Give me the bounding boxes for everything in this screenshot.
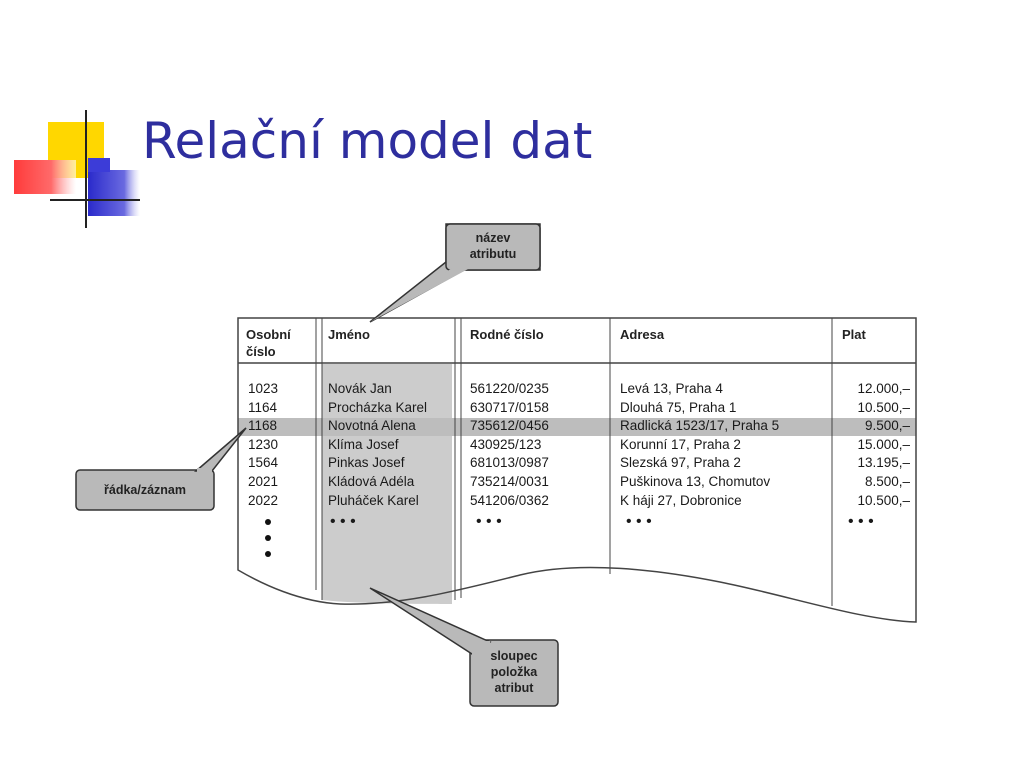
callout-line: položka xyxy=(490,665,538,679)
ellipsis-adresa: • • • xyxy=(626,513,652,530)
column-adresa: Levá 13, Praha 4 Dlouhá 75, Praha 1 Radlic… xyxy=(620,380,779,510)
callout-attribute-name-text: název atributu xyxy=(446,230,540,262)
table-cell: 1564 xyxy=(248,455,279,471)
callout-line: název xyxy=(475,231,511,245)
column-osobni-cislo: 1023 1164 1168 1230 1564 2021 2022 xyxy=(248,380,278,510)
table-cell: 2022 xyxy=(248,492,279,508)
table-cell: 541206/0362 xyxy=(470,492,549,508)
table-cell: Dlouhá 75, Praha 1 xyxy=(620,399,737,415)
table-cell: 1230 xyxy=(248,436,279,452)
table-cell: Novotná Alena xyxy=(328,418,416,434)
table-frame xyxy=(237,317,917,623)
table-cell: Levá 13, Praha 4 xyxy=(620,381,723,396)
table-cell: Slezská 97, Praha 2 xyxy=(620,455,741,471)
table-cell: 2021 xyxy=(248,473,279,489)
ellipsis-plat: • • • xyxy=(848,513,874,530)
header-plat: Plat xyxy=(842,327,866,342)
table-cell: 15.000,– xyxy=(857,436,910,452)
table-cell: Pluháček Karel xyxy=(328,492,419,508)
column-plat: 12.000,– 10.500,– 9.500,– 15.000,– 13.195,– 8… xyxy=(836,380,910,510)
table-cell: 735214/0031 xyxy=(470,473,549,489)
table-cell: Novák Jan xyxy=(328,381,392,396)
callout-column-item xyxy=(369,587,559,707)
callout-attribute-name xyxy=(369,223,541,323)
table-cell: Procházka Karel xyxy=(328,399,428,415)
column-rodne-cislo: 561220/0235 630717/0158 735612/0456 430925/… xyxy=(470,380,549,510)
ellipsis-rodne-cislo: • • • xyxy=(476,513,502,530)
table-cell: 561220/0235 xyxy=(470,381,549,396)
table-cell: 9.500,– xyxy=(864,418,910,434)
table-cell: 630717/0158 xyxy=(470,399,549,415)
row-highlight xyxy=(238,418,916,436)
table-cell: 8.500,– xyxy=(864,473,910,489)
ellipsis-jmeno: • • • xyxy=(330,513,356,530)
vertical-ellipsis xyxy=(265,519,271,557)
table-cell: 430925/123 xyxy=(470,436,542,452)
table-cell: 681013/0987 xyxy=(470,455,549,471)
table-cell: Puškinova 13, Chomutov xyxy=(620,473,771,489)
header-rodne-cislo: Rodné číslo xyxy=(470,327,544,342)
table-cell: Radlická 1523/17, Praha 5 xyxy=(620,418,780,434)
callout-column-item-text: sloupec položka atribut xyxy=(470,648,558,696)
table-cell: 13.195,– xyxy=(857,455,910,471)
table-cell: 735612/0456 xyxy=(470,418,549,434)
header-osobni-cislo: Osobní číslo xyxy=(246,326,291,360)
callout-row-record xyxy=(75,427,247,511)
callout-row-record-text: řádka/záznam xyxy=(104,483,186,497)
table-cell: Pinkas Josef xyxy=(328,455,405,471)
callout-line: atributu xyxy=(469,247,517,261)
table-cell: 1168 xyxy=(248,418,278,434)
header-jmeno: Jméno xyxy=(328,327,370,342)
header-line: Osobní xyxy=(246,327,291,342)
table-cell: Korunní 17, Praha 2 xyxy=(620,436,741,452)
table-cell: Kládová Adéla xyxy=(328,473,415,489)
table-cell: K háji 27, Dobronice xyxy=(620,492,742,508)
header-line: číslo xyxy=(246,344,276,359)
table-cell: 12.000,– xyxy=(857,381,910,396)
header-adresa: Adresa xyxy=(620,327,665,342)
table-cell: 10.500,– xyxy=(857,492,910,508)
slide-title: Relační model dat xyxy=(142,112,593,170)
callout-line: atribut xyxy=(494,681,534,695)
callout-line: sloupec xyxy=(490,649,538,663)
logo-decoration xyxy=(14,110,140,228)
table-cell: 1164 xyxy=(248,399,278,415)
table-cell: Klíma Josef xyxy=(328,436,399,452)
table-cell: 10.500,– xyxy=(857,399,910,415)
table-cell: 1023 xyxy=(248,381,279,396)
